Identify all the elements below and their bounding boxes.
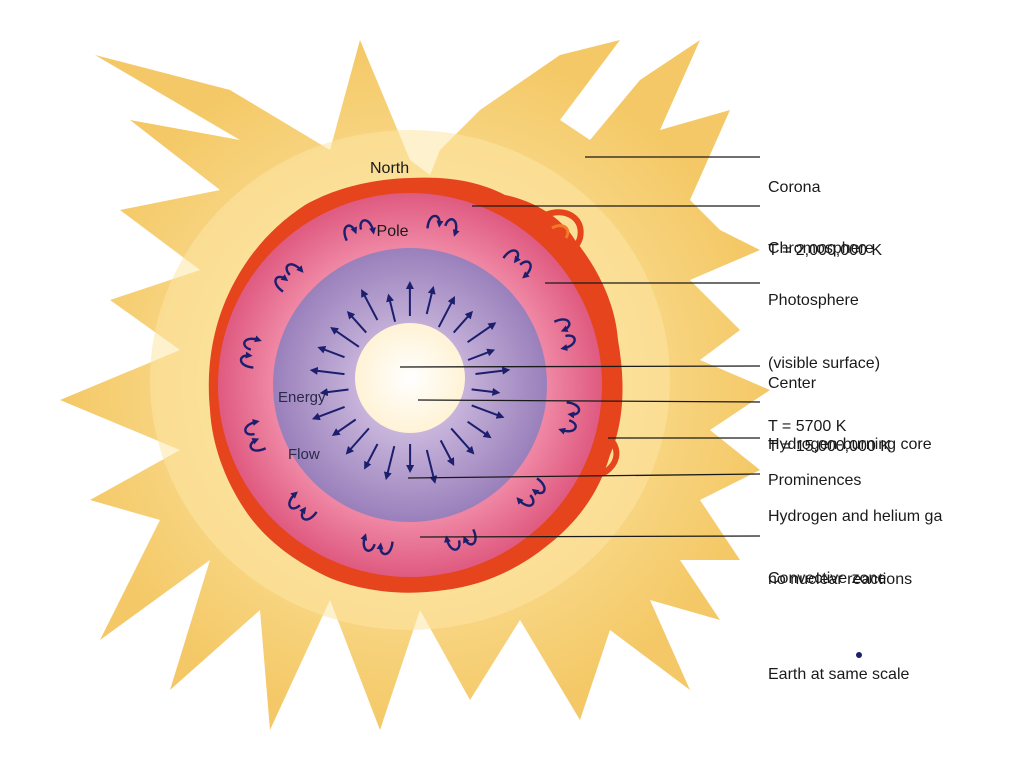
label-prominences: Prominences	[768, 472, 862, 489]
convection-arrow	[299, 506, 318, 521]
convection-loop	[553, 318, 576, 351]
convection-arrow	[463, 528, 477, 546]
energy-flow-arrow	[471, 387, 501, 396]
convection-arrow	[519, 260, 532, 279]
convection-arrow	[359, 219, 376, 235]
convection-loop	[343, 219, 376, 242]
label-center: Center T = 15,000,000 K	[768, 375, 891, 455]
leader-lines	[399, 156, 761, 538]
label-h-he-gas: Hydrogen and helium ga no nuclear reacti…	[768, 508, 943, 588]
convection-arrow	[560, 334, 576, 351]
convection-arrow	[531, 477, 546, 496]
label-hydrogen-core: Hydrogen-burning core	[768, 436, 932, 453]
convection-loop	[244, 419, 267, 452]
leader-hydrogen-core	[417, 399, 761, 403]
energy-flow-arrow	[425, 449, 438, 484]
energy-flow-arrow	[467, 348, 496, 361]
label-photosphere: Photosphere (visible surface) T = 5700 K	[768, 292, 881, 435]
energy-flow-arrow	[311, 405, 345, 421]
convection-arrow	[285, 263, 304, 276]
convection-loop	[274, 263, 304, 293]
convection-arrow	[243, 335, 262, 351]
convection-loop	[444, 528, 477, 551]
label-earth-scale: Earth at same scale	[768, 666, 910, 683]
earth-dot	[856, 652, 862, 658]
convection-arrow	[516, 494, 535, 507]
convection-arrow	[288, 491, 301, 510]
energy-flow-arrow	[475, 366, 511, 375]
convection-arrow	[360, 533, 376, 552]
convection-arrow	[444, 218, 460, 237]
convection-arrow	[558, 419, 577, 435]
convection-loop	[239, 335, 262, 369]
energy-flow-arrow	[437, 296, 455, 328]
energy-flow-arrow	[471, 404, 505, 419]
label-corona: Corona T = 2,000,000 K	[768, 179, 883, 259]
energy-flow-arrow	[383, 445, 396, 481]
hydrogen-burning-core	[355, 323, 465, 433]
prominence-top-right	[538, 209, 584, 256]
leader-center	[399, 365, 761, 368]
convection-arrow	[553, 318, 571, 332]
label-energy-flow: Energy Flow	[278, 389, 326, 463]
convection-arrow	[566, 401, 581, 419]
energy-flow-arrow	[346, 310, 367, 334]
prominence-top-right-inner	[551, 224, 570, 239]
energy-flow-arrow	[345, 427, 370, 455]
energy-flow-arrow	[364, 443, 379, 470]
energy-flow-arrow	[330, 326, 360, 348]
leader-convective-zone	[419, 535, 761, 538]
convection-arrow	[426, 214, 444, 229]
energy-flow-arrow	[317, 346, 345, 359]
convection-arrow	[244, 419, 260, 436]
label-north-pole: North Pole	[370, 160, 410, 240]
convection-loop	[516, 477, 546, 507]
label-convective-zone: Convective zone	[768, 570, 887, 587]
convection-arrow	[444, 535, 461, 551]
energy-flow-arrow	[467, 420, 492, 439]
leader-h-he-gas	[407, 473, 761, 479]
convection-arrow	[274, 274, 289, 293]
convection-loop	[426, 214, 460, 237]
convection-loop	[288, 491, 318, 521]
convection-arrow	[343, 224, 357, 242]
energy-flow-arrow	[452, 310, 473, 334]
convection-arrow	[376, 541, 394, 556]
convection-loop	[558, 401, 581, 435]
prominence-right	[584, 429, 620, 478]
convection-arrow	[502, 249, 521, 264]
energy-flow-arrow	[439, 439, 455, 467]
energy-flow-arrow	[331, 418, 357, 437]
energy-flow-arrow	[450, 427, 475, 455]
energy-flow-arrow	[467, 322, 497, 344]
energy-flow-arrow	[309, 366, 345, 376]
energy-flow-arrow	[319, 388, 349, 397]
label-chromosphere: Chromosphere	[768, 240, 874, 257]
convection-loop	[360, 533, 394, 556]
convection-loop	[502, 249, 532, 279]
convection-loop-arrows	[239, 214, 581, 556]
energy-flow-arrow	[361, 289, 379, 321]
energy-flow-arrows	[309, 281, 511, 484]
convection-arrow	[249, 438, 267, 452]
energy-flow-arrow	[425, 285, 436, 315]
convection-arrow	[239, 351, 254, 369]
energy-flow-arrow	[386, 293, 397, 323]
